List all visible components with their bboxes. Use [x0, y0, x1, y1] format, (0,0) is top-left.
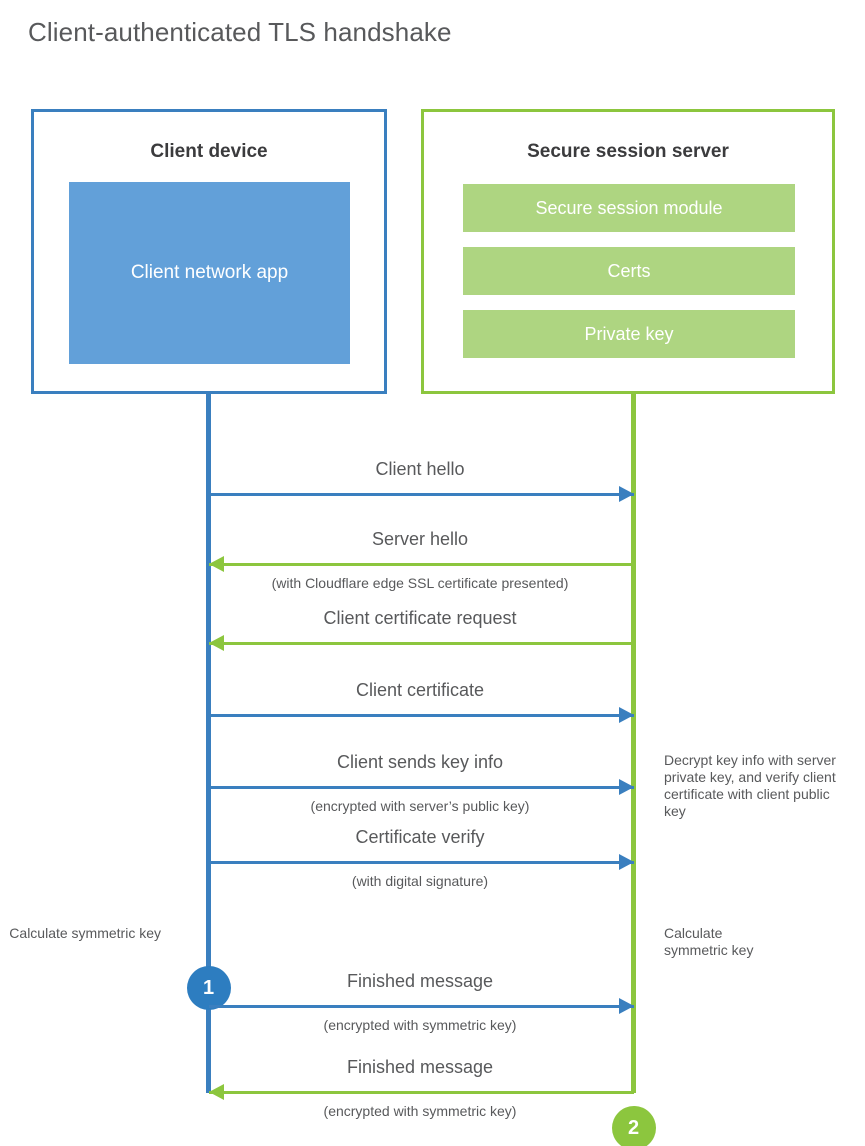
- message-sublabel: (encrypted with symmetric key): [323, 1017, 517, 1033]
- message-line: [208, 786, 634, 789]
- message-sublabel: (with digital signature): [351, 873, 489, 889]
- message-label: Client hello: [375, 459, 465, 479]
- actor-box-client: Client device Client network app: [31, 109, 387, 394]
- arrowhead-right: [618, 998, 634, 1014]
- message-label: Client sends key info: [336, 752, 504, 772]
- arrowhead-left: [208, 635, 224, 651]
- server-block-secure-session-module: Secure session module: [463, 184, 795, 232]
- actor-box-server: Secure session server Secure session mod…: [421, 109, 835, 394]
- message-line: [208, 493, 634, 496]
- actor-title-client: Client device: [150, 141, 268, 162]
- message-label: Client certificate: [355, 680, 485, 700]
- arrowhead-right: [618, 854, 634, 870]
- message-label: Finished message: [346, 1057, 494, 1077]
- server-block-private-key: Private key: [463, 310, 795, 358]
- arrowhead-right: [618, 779, 634, 795]
- page-title: Client-authenticated TLS handshake: [28, 17, 452, 47]
- lifeline-client: [206, 392, 211, 1093]
- arrowhead-left: [208, 556, 224, 572]
- message-line: [208, 563, 634, 566]
- message-sublabel: (encrypted with server’s public key): [310, 798, 530, 814]
- message-label: Finished message: [346, 971, 494, 991]
- server-block-certs: Certs: [463, 247, 795, 295]
- message-sublabel: (with Cloudflare edge SSL certificate pr…: [271, 575, 569, 591]
- annotation-calculate-symmetric-key-server: Calculate symmetric key: [664, 925, 754, 958]
- arrowhead-right: [618, 707, 634, 723]
- message-label: Certificate verify: [355, 827, 485, 847]
- arrowhead-left: [208, 1084, 224, 1100]
- annotation-decrypt-key-info: Decrypt key info with server private key…: [664, 752, 836, 819]
- message-line: [208, 1091, 634, 1094]
- lifeline-server: [631, 392, 636, 1093]
- message-line: [208, 714, 634, 717]
- message-label: Client certificate request: [323, 608, 517, 628]
- message-line: [208, 861, 634, 864]
- client-network-app-block: Client network app: [69, 182, 350, 364]
- arrowhead-right: [618, 486, 634, 502]
- step-circle-1: 1: [186, 966, 231, 1010]
- message-line: [208, 1005, 634, 1008]
- message-sublabel: (encrypted with symmetric key): [323, 1103, 517, 1119]
- actor-title-server: Secure session server: [527, 141, 729, 162]
- step-circle-2: 2: [611, 1106, 656, 1146]
- annotation-calculate-symmetric-key-client: Calculate symmetric key: [9, 925, 161, 941]
- message-line: [208, 642, 634, 645]
- message-label: Server hello: [371, 529, 469, 549]
